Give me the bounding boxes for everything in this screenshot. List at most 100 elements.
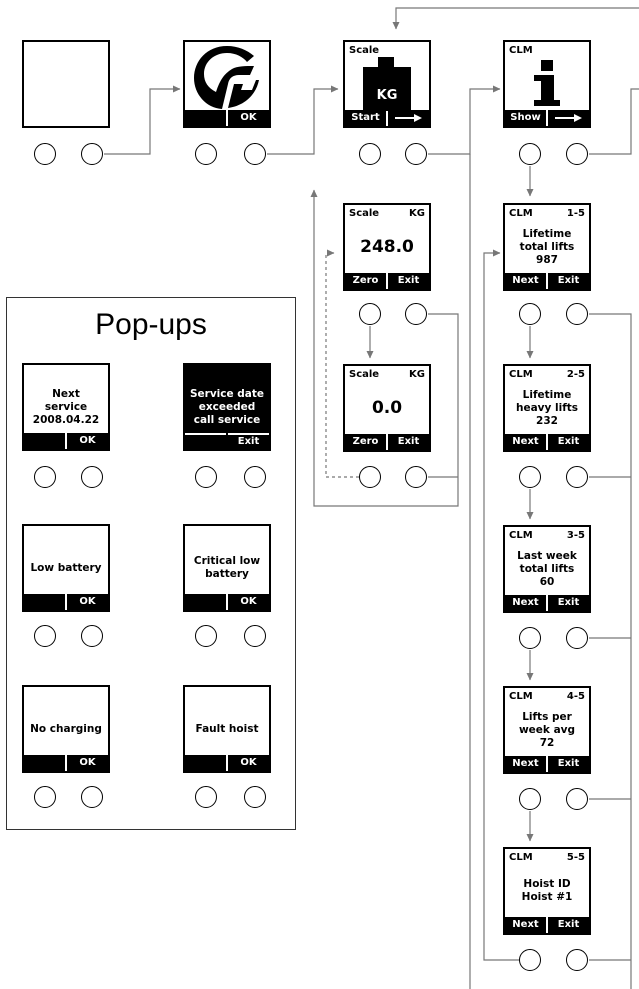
clm-page-number: 1-5: [566, 208, 585, 219]
clm-softkey-exit: Exit: [548, 273, 589, 289]
clm-softkey-next: Next: [505, 917, 546, 933]
popup-ok-button[interactable]: [81, 786, 103, 808]
clm-softkey-next: Next: [505, 434, 546, 450]
blank-screen-body: [24, 44, 108, 110]
popup-left-button[interactable]: [195, 625, 217, 647]
popup-left-button[interactable]: [34, 625, 56, 647]
clm-exit-button-4[interactable]: [566, 788, 588, 810]
popup-softkey-left: [185, 433, 226, 449]
scale-readout-value: 248.0: [360, 237, 414, 257]
clm-exit-button-3[interactable]: [566, 627, 588, 649]
blank-screen: [22, 40, 110, 128]
clm-page-line: Hoist ID: [523, 878, 571, 890]
popup-softkey-left: [24, 594, 65, 610]
popup-softkey-ok: OK: [67, 755, 108, 771]
scale-readout-softkey-exit: Exit: [388, 273, 429, 289]
connector-blank-to-logo: [104, 85, 181, 155]
clm-page-title: CLM: [509, 369, 533, 380]
clm-softkeys: Show: [505, 110, 589, 126]
clm-page-line: Lifts per: [522, 710, 572, 723]
clm-next-button-4[interactable]: [519, 788, 541, 810]
logo-softkeys: OK: [185, 110, 269, 126]
scale-start-button[interactable]: [359, 143, 381, 165]
clm-next-button-2[interactable]: [519, 466, 541, 488]
scale-next-button[interactable]: [405, 143, 427, 165]
clm-page-title: CLM: [509, 691, 533, 702]
popup-softkey-ok: OK: [67, 433, 108, 449]
scale-exit-button-2[interactable]: [405, 466, 427, 488]
scale-readout-title: Scale: [349, 208, 380, 219]
popup-next-service: Next service 2008.04.22 OK: [22, 363, 110, 451]
clm-page-line: Lifetime: [522, 388, 572, 401]
right-arrow-icon: [548, 110, 589, 126]
clm-show-button[interactable]: [519, 143, 541, 165]
logo-softkey-left: [185, 110, 226, 126]
clm-page-line: heavy lifts: [515, 401, 579, 414]
popup-line: exceeded: [198, 400, 256, 413]
scale-readout-softkey-zero: Zero: [345, 434, 386, 450]
popup-left-button[interactable]: [195, 786, 217, 808]
popup-softkey-ok: OK: [228, 594, 269, 610]
scale-zero-button-1[interactable]: [359, 303, 381, 325]
popup-ok-button[interactable]: [244, 625, 266, 647]
popup-left-button[interactable]: [34, 466, 56, 488]
logo-left-button[interactable]: [195, 143, 217, 165]
popup-service-date-exceeded: Service date exceeded call service Exit: [183, 363, 271, 451]
popup-line: Fault hoist: [195, 722, 259, 735]
right-arrow-icon: [388, 110, 429, 126]
clm-page-line: total lifts: [519, 240, 575, 253]
clm-softkey-next: Next: [505, 273, 546, 289]
clm-exit-button-2[interactable]: [566, 466, 588, 488]
scale-exit-button-1[interactable]: [405, 303, 427, 325]
blank-right-button[interactable]: [81, 143, 103, 165]
clm-screen: CLM Show: [503, 40, 591, 128]
popup-ok-button[interactable]: [81, 466, 103, 488]
popup-low-battery: Low battery OK: [22, 524, 110, 612]
clm-page-line: Last week: [517, 549, 577, 562]
scale-readout-value: 0.0: [371, 398, 403, 418]
popup-left-button[interactable]: [195, 466, 217, 488]
clm-softkey-exit: Exit: [548, 595, 589, 611]
info-icon: [505, 58, 589, 110]
popup-ok-button[interactable]: [244, 786, 266, 808]
connector-clm-next-offscreen: [589, 88, 639, 155]
popup-line: call service: [193, 413, 261, 426]
connector-logo-to-scale: [267, 85, 339, 155]
logo-softkey-ok: OK: [228, 110, 269, 126]
popup-ok-button[interactable]: [81, 625, 103, 647]
scale-screen-title: Scale: [349, 45, 380, 56]
scale-screen: Scale KG Start: [343, 40, 431, 128]
scale-readout-unit: KG: [409, 369, 425, 380]
clm-exit-button-1[interactable]: [566, 303, 588, 325]
connector-scale-to-clm: [428, 85, 501, 155]
popup-exit-button[interactable]: [244, 466, 266, 488]
scale-zero-button-2[interactable]: [359, 466, 381, 488]
clm-exit-button-5[interactable]: [566, 949, 588, 971]
popups-panel: [6, 297, 296, 830]
blank-left-button[interactable]: [34, 143, 56, 165]
scale-softkey-start: Start: [345, 110, 386, 126]
logo-ok-button[interactable]: [244, 143, 266, 165]
clm-softkey-exit: Exit: [548, 756, 589, 772]
connector-clm-exit-bus: [589, 313, 632, 989]
clm-page-title: CLM: [509, 208, 533, 219]
logo-screen: OK: [183, 40, 271, 128]
popup-softkey-left: [185, 594, 226, 610]
clm-screen-title: CLM: [509, 45, 533, 56]
clm-next-button-5[interactable]: [519, 949, 541, 971]
scale-readout-softkey-zero: Zero: [345, 273, 386, 289]
connector-scale-exit-return: [310, 189, 459, 507]
popup-softkey-left: [24, 433, 65, 449]
popup-left-button[interactable]: [34, 786, 56, 808]
clm-softkey-show: Show: [505, 110, 546, 126]
clm-page-value: 60: [539, 575, 555, 588]
clm-next-button-1[interactable]: [519, 303, 541, 325]
popup-softkey-left: [24, 755, 65, 771]
clm-next-button[interactable]: [566, 143, 588, 165]
clm-next-button-3[interactable]: [519, 627, 541, 649]
scale-readout-unit: KG: [409, 208, 425, 219]
popup-line: Critical low: [193, 555, 261, 567]
